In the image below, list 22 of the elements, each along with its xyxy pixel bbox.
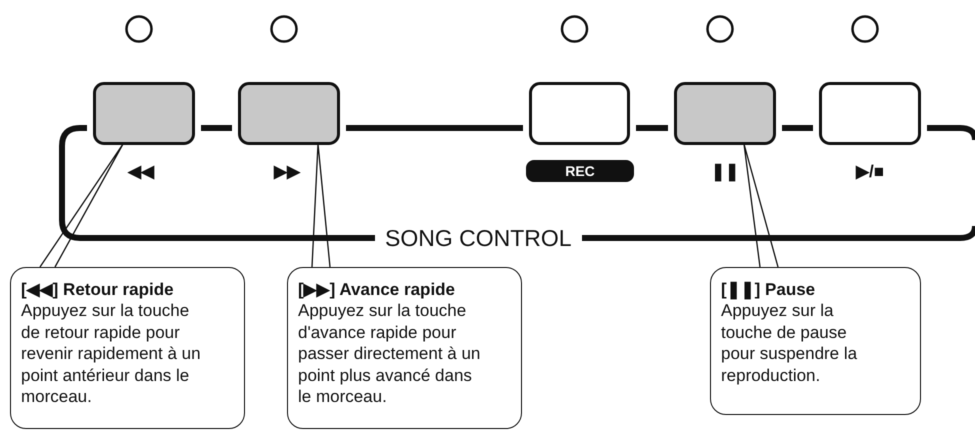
record-label: REC bbox=[526, 160, 634, 182]
callout-box bbox=[10, 267, 245, 429]
key-symbol: ▶▶ bbox=[272, 161, 302, 183]
leader-line bbox=[311, 143, 331, 268]
key-symbol: ◀◀ bbox=[126, 161, 156, 183]
key-symbol: ❚❚ bbox=[710, 161, 740, 183]
callout-title: [❚❚] Pause bbox=[721, 279, 816, 300]
panel-key bbox=[674, 82, 776, 145]
callout-title: [◀◀] Retour rapide bbox=[21, 279, 175, 300]
callout-title: [▶▶] Avance rapide bbox=[298, 279, 456, 300]
panel-key bbox=[529, 82, 630, 145]
callout-text: Appuyez sur la touche de retour rapide pour revenir rapidement à un point antérieur dans le morceau. bbox=[21, 300, 202, 408]
callout-box bbox=[287, 267, 522, 429]
panel-key bbox=[93, 82, 195, 145]
callout-text: Appuyez sur la touche d'avance rapide pour passer directement à un point plus avancé dans le morceau. bbox=[298, 300, 481, 408]
leader-line bbox=[39, 143, 124, 268]
callout-text: Appuyez sur la touche de pause pour suspendre la reproduction. bbox=[721, 300, 858, 386]
key-symbol: ▶/■ bbox=[854, 161, 885, 183]
callout-box bbox=[710, 267, 921, 415]
panel-key bbox=[238, 82, 340, 145]
panel-key bbox=[819, 82, 921, 145]
leader-line bbox=[743, 143, 779, 268]
